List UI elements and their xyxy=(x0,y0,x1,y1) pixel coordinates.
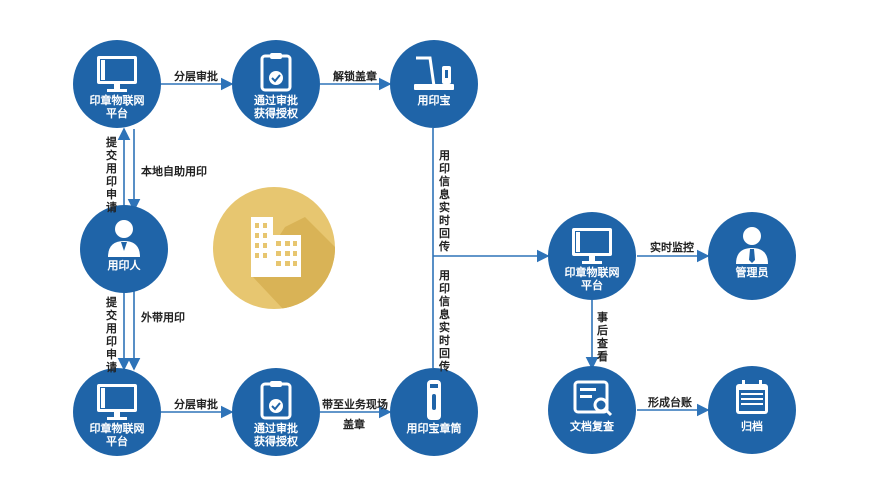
clipboard-check-icon xyxy=(260,381,292,420)
label-local: 本地自助用印 xyxy=(141,166,207,178)
label-bring-site-2: 盖章 xyxy=(343,419,365,431)
node-label: 归档 xyxy=(741,421,763,433)
label-takeout: 外带用印 xyxy=(141,312,185,324)
document-search-icon xyxy=(573,380,613,417)
node-label: 平台 xyxy=(106,108,128,120)
label-submit-top: 提交用印申请 xyxy=(106,137,117,214)
node-label: 获得授权 xyxy=(254,436,298,448)
label-return-2: 用印信息实时回传 xyxy=(439,270,450,373)
node-label: 管理员 xyxy=(735,267,769,279)
node-label: 通过审批 xyxy=(254,95,298,107)
doc-review-node[interactable]: 文档复查 xyxy=(548,366,636,454)
manager-icon xyxy=(736,227,768,264)
platform-top-node[interactable]: 印章物联网平台 xyxy=(73,40,161,128)
calendar-archive-icon xyxy=(736,380,768,414)
label-post-review: 事后查看 xyxy=(597,312,608,363)
archive-node[interactable]: 归档 xyxy=(708,366,796,454)
node-label: 平台 xyxy=(106,436,128,448)
clipboard-check-icon xyxy=(260,53,292,92)
label-bottom-review: 分层审批 xyxy=(174,399,218,411)
user-icon xyxy=(108,220,140,257)
node-label: 用印宝章筒 xyxy=(406,423,462,435)
seal-machine-icon xyxy=(414,56,454,90)
node-label: 印章物联网 xyxy=(564,267,620,279)
label-submit-bottom: 提交用印申请 xyxy=(106,297,117,374)
approve-top-node[interactable]: 通过审批获得授权 xyxy=(232,40,320,128)
label-return-1: 用印信息实时回传 xyxy=(439,150,450,253)
approve-bottom-node[interactable]: 通过审批获得授权 xyxy=(232,368,320,456)
label-bring-site: 带至业务现场 xyxy=(322,399,388,411)
seal-tube-icon xyxy=(427,380,441,420)
node-label: 用印宝 xyxy=(417,95,451,107)
label-unlock: 解锁盖章 xyxy=(333,71,377,83)
platform-right-node[interactable]: 印章物联网平台 xyxy=(548,212,636,300)
label-monitor: 实时监控 xyxy=(650,242,694,254)
node-label: 用印人 xyxy=(107,260,141,272)
monitor-icon xyxy=(572,228,612,264)
node-label: 平台 xyxy=(581,280,603,292)
monitor-icon xyxy=(97,56,137,92)
building-illustration xyxy=(213,187,335,309)
node-label: 获得授权 xyxy=(254,108,298,120)
node-label: 印章物联网 xyxy=(89,95,145,107)
label-ledger: 形成台账 xyxy=(648,397,692,409)
monitor-icon xyxy=(97,384,137,420)
admin-node[interactable]: 管理员 xyxy=(708,212,796,300)
seal-tube-node[interactable]: 用印宝章筒 xyxy=(390,368,478,456)
label-top-review: 分层审批 xyxy=(174,71,218,83)
user-node[interactable]: 用印人 xyxy=(80,205,168,293)
platform-bottom-node[interactable]: 印章物联网平台 xyxy=(73,368,161,456)
seal-box-node[interactable]: 用印宝 xyxy=(390,40,478,128)
node-label: 印章物联网 xyxy=(89,423,145,435)
building-icon xyxy=(251,217,335,309)
node-label: 文档复查 xyxy=(570,421,614,433)
node-label: 通过审批 xyxy=(254,423,298,435)
